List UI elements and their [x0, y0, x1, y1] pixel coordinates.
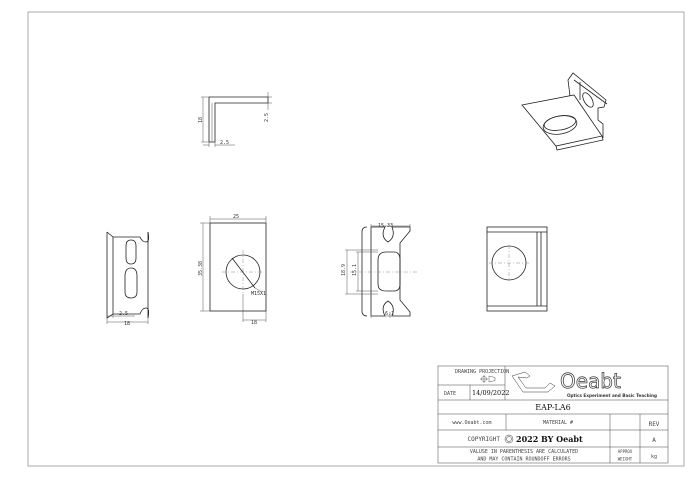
dim-offset: 6.1: [385, 311, 394, 317]
title-block: DRAWING PROJECTION DATE 14/09/2022 Oeabt…: [437, 365, 669, 464]
logo-tagline: Optics Experiment and Basic Teaching: [567, 393, 657, 398]
dim-height: 18: [198, 117, 204, 123]
side-view: 15.33 18.9 15.1 6.1: [341, 223, 418, 318]
oeabt-logo: Oeabt Optics Experiment and Basic Teachi…: [511, 369, 657, 398]
isometric-view: [521, 72, 608, 151]
rev-label: REV: [649, 421, 660, 428]
rev-value: A: [652, 437, 656, 444]
note-line-2: AND MAY CONTAIN ROUNDOFF ERRORS: [477, 457, 570, 463]
projection-symbol-icon: [480, 375, 496, 383]
dim-width: 25: [233, 214, 239, 220]
top-view: 18 2.5 2.5: [198, 92, 272, 147]
dim-thickness-top: 2.5: [264, 113, 270, 122]
dim-width: 18: [124, 321, 130, 327]
sheet-border: [27, 11, 685, 467]
copyright-icon: [504, 434, 514, 444]
date-label: DATE: [444, 391, 456, 397]
part-number: EAP-LA6: [535, 403, 570, 412]
logo-text: Oeabt: [560, 369, 621, 393]
dim-top-width: 15.33: [378, 223, 393, 229]
copyright-text: 2022 BY Oeabt: [516, 434, 583, 444]
left-view: 2.5 18: [106, 231, 150, 327]
drawing-projection-label: DRAWING PROJECTION: [455, 369, 509, 375]
dim-height: 35.38: [198, 261, 204, 276]
date-value: 14/09/2022: [472, 389, 509, 397]
dim-thickness: 2.5: [119, 311, 128, 317]
website: www.Oeabt.com: [452, 420, 491, 426]
dim-hole-offset: 18: [251, 320, 257, 326]
dim-inner-height: 15.1: [352, 264, 358, 276]
material-label: MATERIAL #: [543, 420, 573, 426]
dim-thread: M15X1: [251, 291, 266, 297]
front-view: 25 35.38 M15X1 18: [198, 214, 267, 326]
note-line-1: VALUSE IN PARENTHESIS ARE CALCULATED: [470, 449, 578, 455]
copyright-label: COPYRIGHT: [467, 436, 500, 443]
weight-unit: kg: [651, 454, 657, 460]
approx-label: APPROX: [618, 449, 633, 454]
weight-label: WEIGHT: [618, 457, 633, 462]
rear-view: [486, 226, 548, 312]
dim-thickness: 2.5: [220, 140, 229, 146]
dim-outer-height: 18.9: [341, 264, 347, 276]
